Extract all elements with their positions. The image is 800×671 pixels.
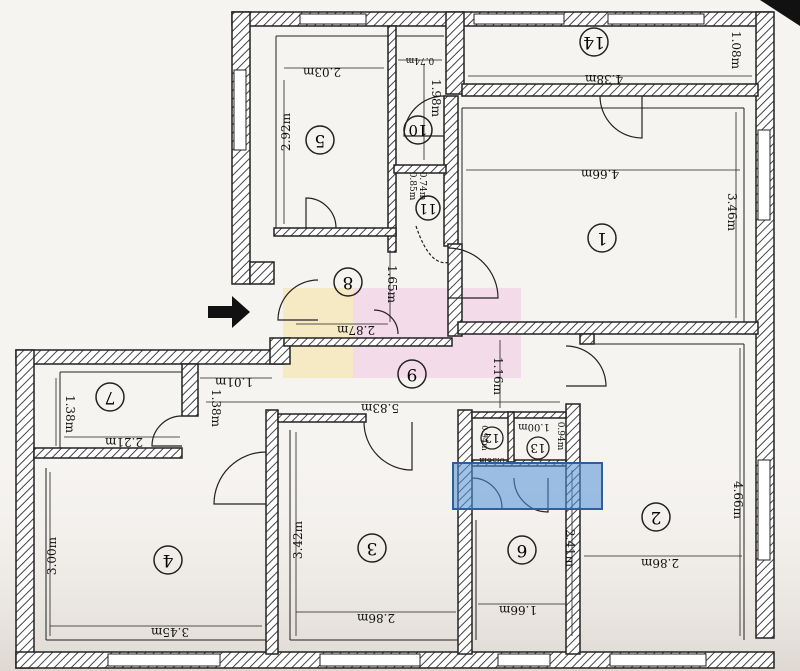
dim-13-width: 1.00m: [518, 421, 550, 432]
door-swings: [151, 95, 643, 513]
selection-highlight[interactable]: [452, 462, 603, 510]
dim-1-height: 3.46m: [725, 193, 739, 232]
dim-10-height: 1.98m: [429, 79, 443, 118]
dim-14-height: 1.08m: [729, 31, 743, 70]
svg-text:4: 4: [163, 550, 174, 570]
dimension-lines: [49, 59, 752, 636]
svg-text:12: 12: [484, 431, 499, 445]
dim-5-width: 2.03m: [302, 65, 341, 79]
dim-9-width: 5.83m: [360, 401, 399, 415]
room-9-label: 9: [397, 359, 427, 389]
dim-11-height: 0.85m: [407, 172, 417, 201]
dim-9-side: 1.38m: [209, 389, 223, 428]
svg-text:2: 2: [651, 507, 662, 527]
dim-3-height: 3.42m: [291, 520, 305, 559]
room-4-label: 4: [153, 545, 183, 575]
dim-3-width: 2.86m: [356, 611, 395, 625]
dim-8-width: 2.87m: [336, 323, 375, 337]
svg-text:10: 10: [408, 121, 427, 139]
svg-text:9: 9: [407, 364, 418, 384]
room-7-label: 7: [95, 382, 125, 412]
room-3-label: 3: [357, 533, 387, 563]
room-14-label: 14: [579, 27, 609, 57]
room-6-label: 6: [507, 535, 537, 565]
svg-text:13: 13: [530, 441, 545, 455]
svg-text:1: 1: [597, 228, 608, 248]
room-2-label: 2: [641, 502, 671, 532]
dim-12-height: 0.94m: [480, 425, 489, 451]
dim-2-height: 4.66m: [731, 481, 745, 520]
room-1-label: 1: [587, 223, 617, 253]
svg-text:7: 7: [105, 387, 116, 407]
dim-11-width: 0.74m: [417, 172, 427, 201]
svg-text:11: 11: [419, 200, 437, 216]
room-13-label: 13: [526, 436, 550, 460]
dim-8-height: 1.65m: [385, 265, 399, 304]
dim-2-width: 2.86m: [640, 556, 679, 570]
dim-12-width: 0.56m: [479, 456, 505, 465]
room-11-label: 11: [415, 195, 441, 221]
entrance-arrow-icon: [208, 296, 250, 328]
svg-text:14: 14: [583, 32, 605, 52]
room-10-label: 10: [403, 115, 433, 145]
svg-text:3: 3: [367, 538, 378, 558]
dim-14-width: 4.38m: [584, 72, 623, 86]
svg-text:8: 8: [343, 272, 354, 292]
dim-6-height: 2.41m: [563, 529, 577, 568]
dim-10-width: 0.74m: [405, 55, 434, 65]
dim-4-width: 3.45m: [150, 625, 189, 639]
dim-1-width: 4.66m: [580, 167, 619, 181]
room-5-label: 5: [305, 125, 335, 155]
svg-text:5: 5: [315, 130, 326, 150]
dim-9-height: 1.16m: [491, 357, 505, 396]
paper-shadow: [0, 440, 800, 671]
dim-7-width: 2.21m: [104, 435, 143, 449]
dim-4-height: 3.00m: [45, 536, 59, 575]
room-8-label: 8: [333, 267, 363, 297]
room-12-label: 12: [480, 426, 504, 450]
dimension-labels: 4.38m 1.08m 2.03m 2.92m 0.74m 1.98m 4.66…: [45, 31, 745, 639]
dim-13-height: 0.94m: [555, 422, 565, 451]
dim-5-height: 2.92m: [279, 112, 293, 151]
dim-6-width: 1.66m: [498, 603, 537, 617]
corner-shadow: [760, 0, 800, 26]
watermark-block: [283, 288, 353, 378]
windows: [107, 13, 771, 667]
dim-9-small: 1.01m: [214, 375, 253, 389]
inner-lines: [45, 35, 745, 641]
dim-7-height: 1.38m: [63, 395, 77, 434]
svg-text:6: 6: [517, 540, 528, 560]
room-labels: 1 2 3 4 5 6 7 8 9 10 11 12 13 14: [95, 27, 671, 575]
